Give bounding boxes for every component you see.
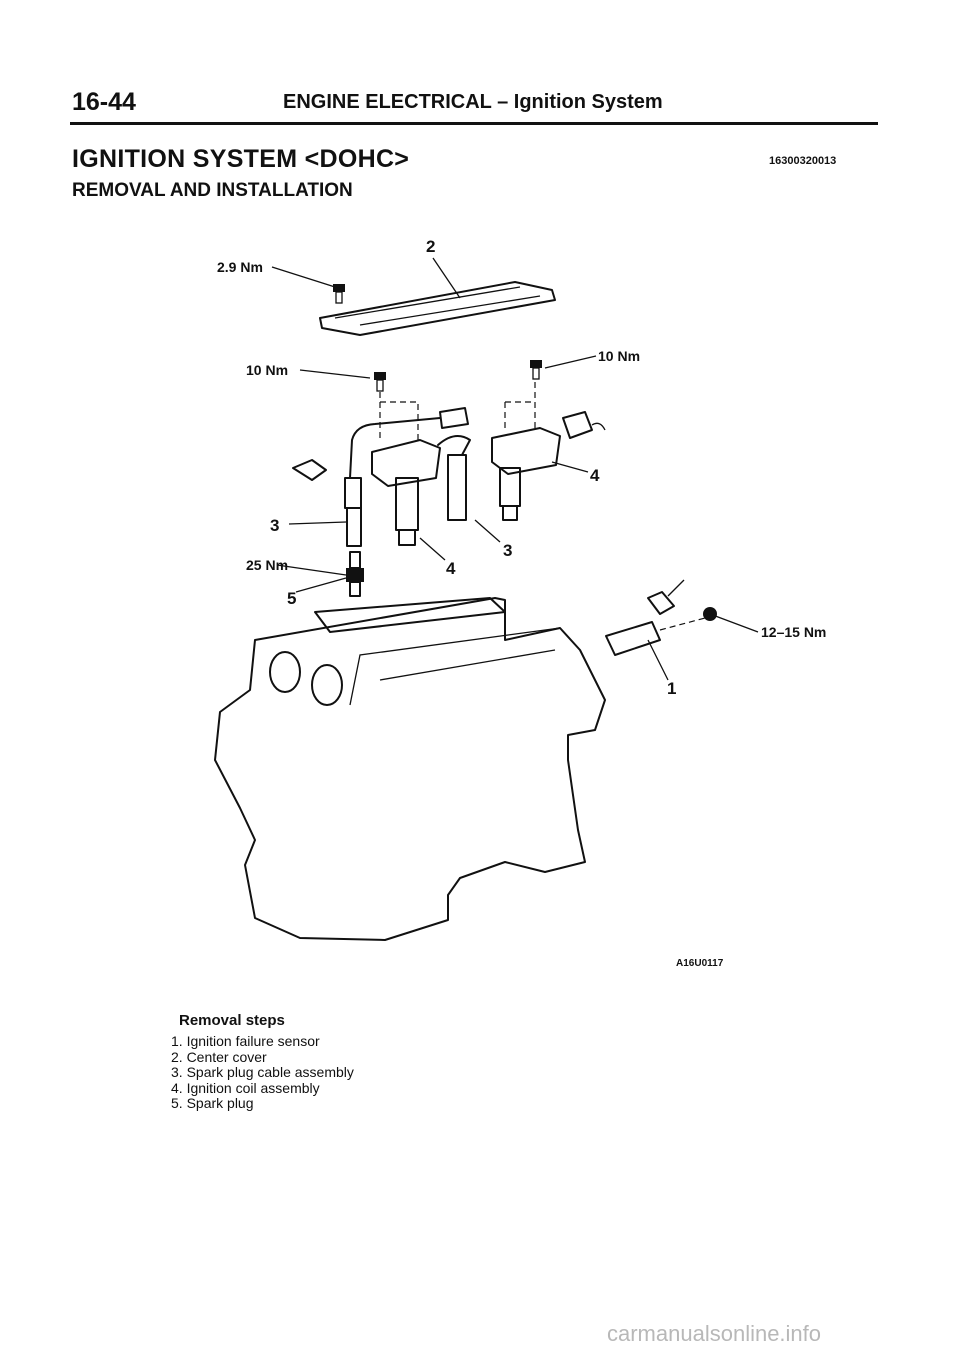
ignition-failure-sensor [605,579,706,656]
document-code: 16300320013 [769,155,837,167]
header-divider [70,122,878,125]
figure-code: A16U0117 [676,958,724,969]
label-torque-2-9nm: 2.9 Nm [217,259,263,275]
cover-bolt-icon [333,284,345,304]
removal-steps-list: 1. Ignition failure sensor 2. Center cov… [171,1033,354,1112]
ignition-coil-left [371,439,441,546]
spark-plug-icon [346,551,364,597]
center-cover [319,281,556,336]
connector-right-icon [562,411,606,439]
callout-3-left: 3 [270,516,279,535]
page-number: 16-44 [72,88,136,116]
removal-step-5: 5. Spark plug [171,1095,254,1111]
removal-steps-title: Removal steps [179,1012,285,1029]
callout-2: 2 [426,237,435,256]
leader-lines [271,257,759,681]
callout-5: 5 [287,589,296,608]
removal-step-1: 1. Ignition failure sensor [171,1033,320,1049]
label-torque-12-15nm: 12–15 Nm [761,624,826,640]
label-torque-10nm-left: 10 Nm [246,362,288,378]
label-torque-25nm: 25 Nm [246,557,288,573]
callout-4-right: 4 [590,466,600,485]
label-torque-10nm-right: 10 Nm [598,348,640,364]
coil-bolt-right-icon [530,360,542,380]
page-subtitle: REMOVAL AND INSTALLATION [72,180,353,201]
removal-step-4: 4. Ignition coil assembly [171,1079,320,1096]
header-section-title: ENGINE ELECTRICAL – Ignition System [283,91,663,113]
engine-block [214,597,606,941]
coil-bolt-left-icon [374,372,386,392]
removal-step-3: 3. Spark plug cable assembly [171,1064,354,1080]
page-title: IGNITION SYSTEM <DOHC> [72,145,410,173]
removal-step-2: 2. Center cover [171,1048,267,1065]
callout-1: 1 [667,679,676,698]
callout-3-bottom: 3 [503,541,512,560]
spark-plug-cable-center [437,435,471,521]
watermark: carmanualsonline.info [607,1321,822,1346]
ignition-coil-right [491,427,561,521]
callout-4-bottom: 4 [446,559,456,578]
spark-plug-cable-left [344,407,469,547]
connector-left-icon [292,459,327,481]
